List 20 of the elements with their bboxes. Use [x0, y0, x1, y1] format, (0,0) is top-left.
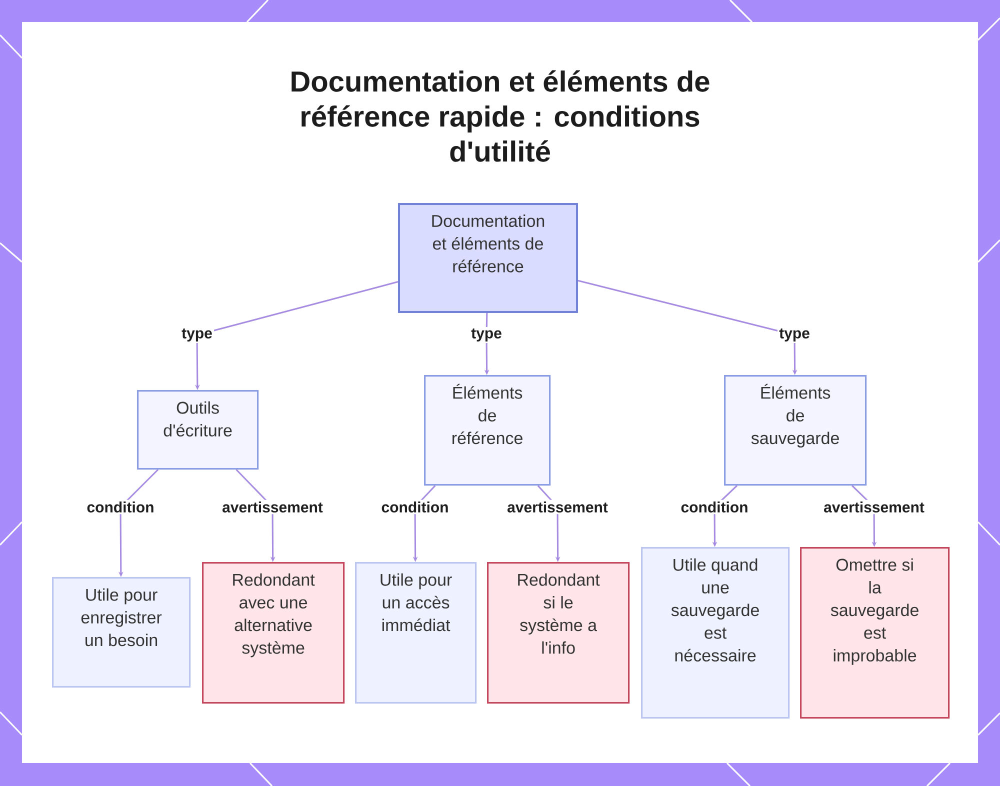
edge-label: avertissement [505, 500, 610, 514]
edge-label: type [777, 326, 812, 344]
edge-label: avertissement [822, 500, 926, 514]
edge-label: type [469, 326, 504, 344]
edge-label: condition [85, 500, 156, 514]
warning-box: Redondant si le système a l'info [487, 562, 630, 704]
condition-box: Utile pour un accès immédiat [355, 562, 477, 704]
edge-label: avertissement [220, 500, 325, 514]
title: Documentation et éléments de référence rapide : conditions d'utilité [292, 70, 710, 162]
warning-box: Omettre si la sauvegarde est improbable [800, 547, 950, 719]
topic-box: Documentation et éléments de référence [398, 203, 578, 313]
edge-label: type [180, 326, 214, 344]
condition-box: Utile quand une sauvegarde est nécessaire [641, 547, 790, 719]
edge-label: condition [380, 500, 450, 514]
condition-box: Utile pour enregistrer un besoin [52, 577, 191, 688]
warning-box: Redondant avec une alternative système [202, 562, 345, 704]
edge-label: condition [679, 500, 750, 514]
category-box: Éléments de référence [424, 375, 551, 486]
category-box: Outils d'écriture [137, 390, 259, 470]
category-box: Éléments de sauvegarde [724, 375, 867, 486]
